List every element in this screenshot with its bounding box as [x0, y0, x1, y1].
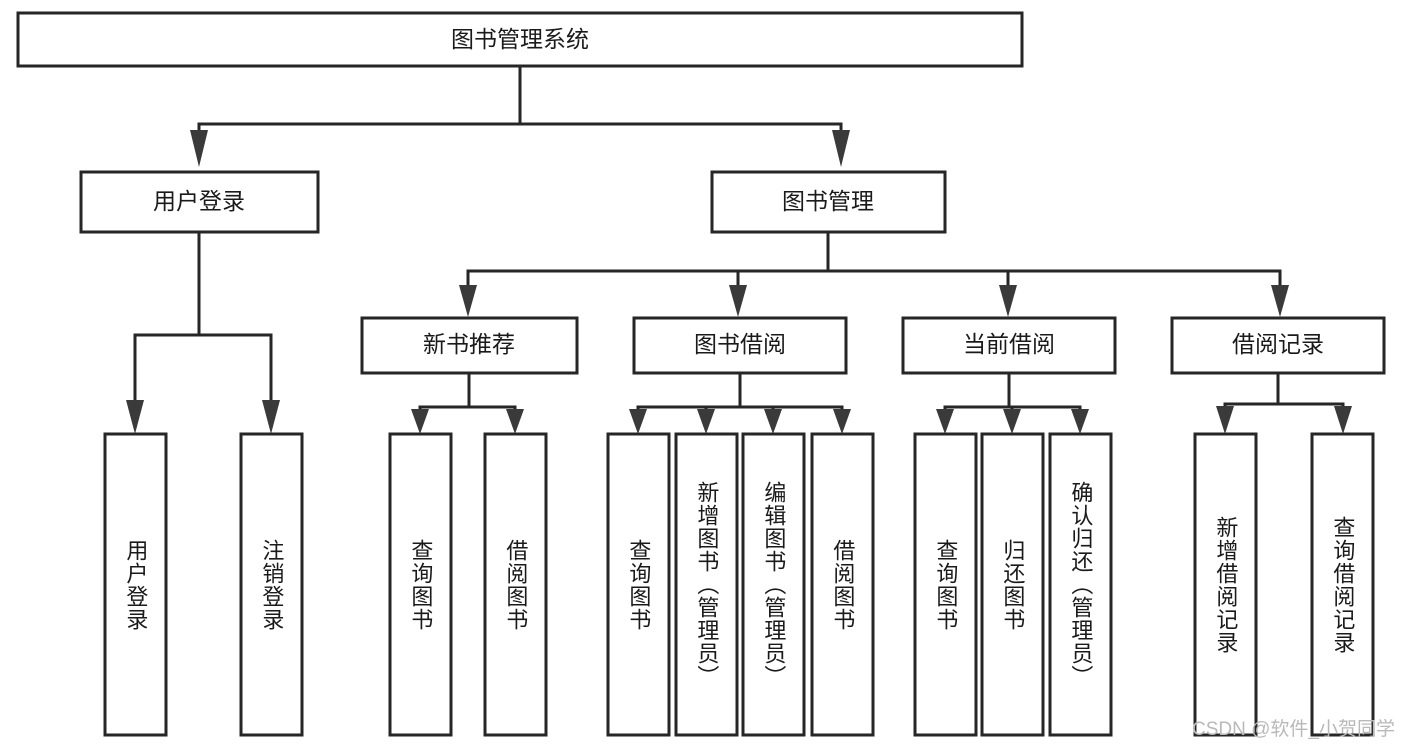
node-current-borrow[interactable]: [901, 316, 1117, 375]
arrow-head-leaf-add-record: [1216, 406, 1234, 434]
node-book-borrow-label: 图书借阅: [694, 331, 786, 357]
arrow-head-userlogin: [190, 130, 208, 167]
node-leaf-query-book-3[interactable]: [913, 432, 978, 737]
arrow-head-leaf-return-book: [1003, 409, 1021, 434]
node-leaf-confirm-return[interactable]: [1048, 432, 1113, 737]
arrow-head-leaf-query-book-3: [936, 409, 954, 434]
node-book-management[interactable]: [710, 170, 947, 234]
node-leaf-query-record[interactable]: [1310, 432, 1375, 737]
node-leaf-add-book[interactable]: [674, 432, 739, 737]
arrow-head-leaf-borrow-book-1: [506, 409, 524, 434]
node-book-management-label: 图书管理: [782, 188, 874, 214]
node-user-login-label: 用户登录: [153, 188, 245, 214]
arrow-head-current-borrow: [999, 285, 1017, 317]
node-leaf-user-login[interactable]: [103, 432, 168, 737]
arrow-head-new-book: [459, 285, 477, 317]
node-leaf-query-book-1[interactable]: [388, 432, 453, 737]
arrow-head-leaf-borrow-book-2: [833, 409, 851, 434]
node-leaf-logout[interactable]: [239, 432, 304, 737]
node-leaf-return-book[interactable]: [980, 432, 1045, 737]
arrow-head-borrow-record: [1271, 285, 1289, 317]
arrow-head-leaf-query-record: [1334, 406, 1352, 434]
node-borrow-record-label: 借阅记录: [1232, 331, 1324, 357]
node-leaf-borrow-book-2[interactable]: [810, 432, 875, 737]
watermark-text: CSDN @软件_小贺同学: [1192, 719, 1395, 740]
arrow-head-book-borrow: [729, 285, 747, 317]
arrow-head-leaf-confirm-return: [1071, 409, 1089, 434]
arrow-head-leaf-logout: [262, 400, 280, 434]
node-borrow-record[interactable]: [1170, 316, 1386, 375]
node-current-borrow-label: 当前借阅: [963, 331, 1055, 357]
node-leaf-add-record[interactable]: [1193, 432, 1258, 737]
arrow-head-leaf-add-book: [697, 409, 715, 434]
arrow-head-leaf-query-book-1: [411, 409, 429, 434]
node-root-label: 图书管理系统: [451, 26, 589, 52]
arrow-head-leaf-query-book-2: [629, 409, 647, 434]
node-book-borrow[interactable]: [632, 316, 848, 375]
arrow-head-leaf-edit-book: [764, 409, 782, 434]
node-new-book-recommend[interactable]: [360, 316, 579, 375]
arrow-head-leaf-user-login: [126, 400, 144, 434]
node-new-book-recommend-label: 新书推荐: [423, 331, 515, 357]
node-leaf-borrow-book-1[interactable]: [483, 432, 548, 737]
arrow-head-bookmgmt: [832, 130, 850, 167]
node-leaf-query-book-2[interactable]: [606, 432, 671, 737]
node-leaf-edit-book[interactable]: [741, 432, 806, 737]
node-root[interactable]: [16, 11, 1024, 68]
